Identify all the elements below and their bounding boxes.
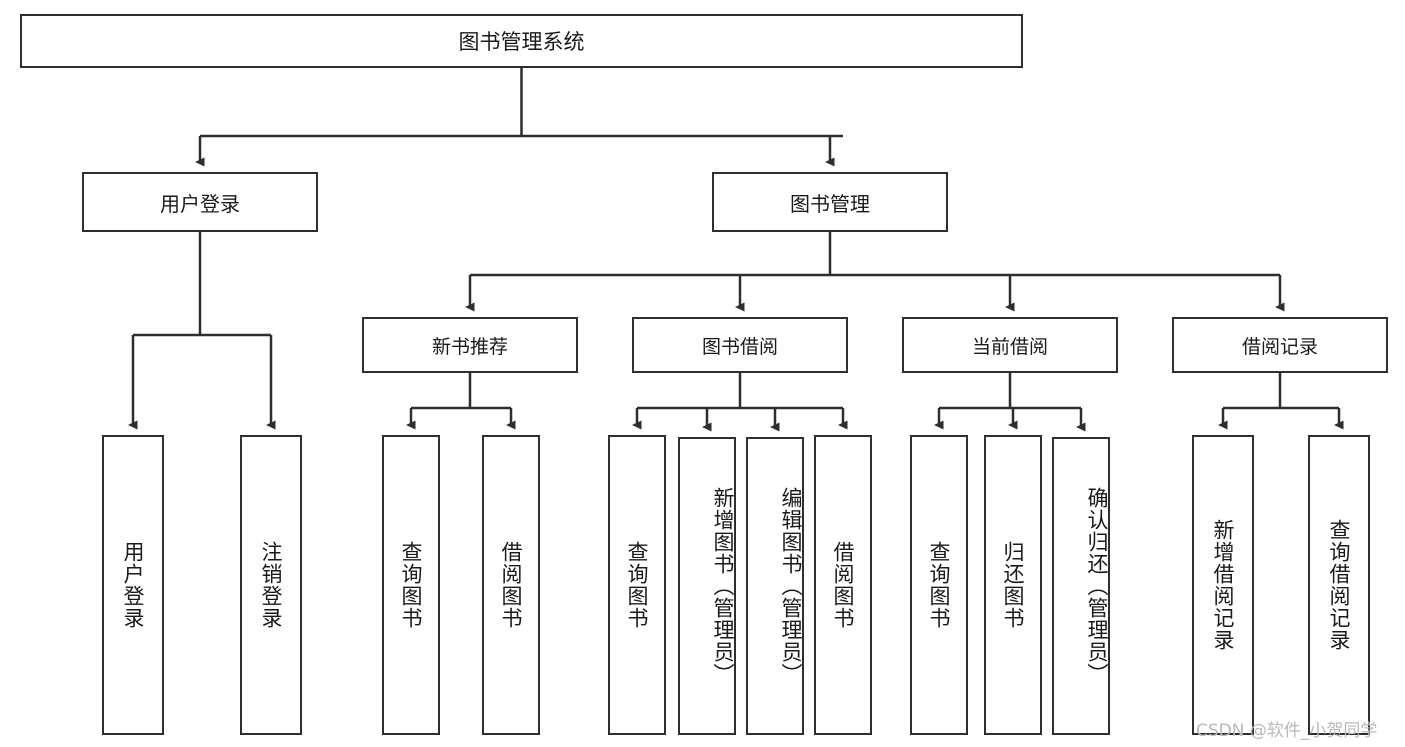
node-new-book-recommend[interactable]: 新书推荐 <box>362 317 578 373</box>
node-book-management[interactable]: 图书管理 <box>712 172 948 232</box>
node-borrow-records-label: 借阅记录 <box>1241 335 1318 358</box>
leaf-user-login-label: 用户登录 <box>121 541 146 629</box>
leaf-query-book-borrow[interactable]: 查询图书 <box>608 435 666 735</box>
leaf-query-book-current[interactable]: 查询图书 <box>910 435 968 735</box>
node-user-login-label: 用户登录 <box>160 191 240 216</box>
leaf-return-book[interactable]: 归还图书 <box>984 435 1042 735</box>
leaf-logout-label: 注销登录 <box>259 541 284 629</box>
leaf-query-book-recommend[interactable]: 查询图书 <box>382 435 440 735</box>
leaf-query-book-current-label: 查询图书 <box>927 541 952 629</box>
node-book-borrowing[interactable]: 图书借阅 <box>632 317 848 373</box>
node-book-borrowing-label: 图书借阅 <box>701 335 778 358</box>
node-current-borrowing[interactable]: 当前借阅 <box>902 317 1118 373</box>
node-book-management-label: 图书管理 <box>790 191 870 216</box>
leaf-edit-book-admin-label: 编辑图书（管理员） <box>779 487 803 685</box>
leaf-query-borrow-record[interactable]: 查询借阅记录 <box>1308 435 1370 735</box>
node-current-borrowing-label: 当前借阅 <box>971 335 1048 358</box>
leaf-query-book-borrow-label: 查询图书 <box>625 541 650 629</box>
leaf-confirm-return-admin-label: 确认归还（管理员） <box>1085 487 1109 685</box>
leaf-add-book-admin-label: 新增图书（管理员） <box>711 487 735 685</box>
leaf-logout[interactable]: 注销登录 <box>240 435 302 735</box>
node-borrow-records[interactable]: 借阅记录 <box>1172 317 1388 373</box>
csdn-watermark: CSDN @软件_小贺同学 <box>1196 721 1378 741</box>
leaf-confirm-return-admin[interactable]: 确认归还（管理员） <box>1052 437 1110 735</box>
node-root-label: 图书管理系统 <box>458 30 585 54</box>
leaf-user-login[interactable]: 用户登录 <box>102 435 164 735</box>
leaf-query-book-recommend-label: 查询图书 <box>399 541 424 629</box>
leaf-add-borrow-record[interactable]: 新增借阅记录 <box>1192 435 1254 735</box>
leaf-borrow-book-recommend-label: 借阅图书 <box>499 541 524 629</box>
leaf-lend-book[interactable]: 借阅图书 <box>814 435 872 735</box>
leaf-add-borrow-record-label: 新增借阅记录 <box>1211 519 1236 651</box>
node-new-book-recommend-label: 新书推荐 <box>431 335 508 358</box>
leaf-borrow-book-recommend[interactable]: 借阅图书 <box>482 435 540 735</box>
leaf-return-book-label: 归还图书 <box>1001 541 1026 629</box>
leaf-add-book-admin[interactable]: 新增图书（管理员） <box>678 437 736 735</box>
node-root[interactable]: 图书管理系统 <box>20 14 1023 68</box>
leaf-query-borrow-record-label: 查询借阅记录 <box>1327 519 1352 651</box>
node-user-login[interactable]: 用户登录 <box>82 172 318 232</box>
leaf-edit-book-admin[interactable]: 编辑图书（管理员） <box>746 437 804 735</box>
leaf-lend-book-label: 借阅图书 <box>831 541 856 629</box>
